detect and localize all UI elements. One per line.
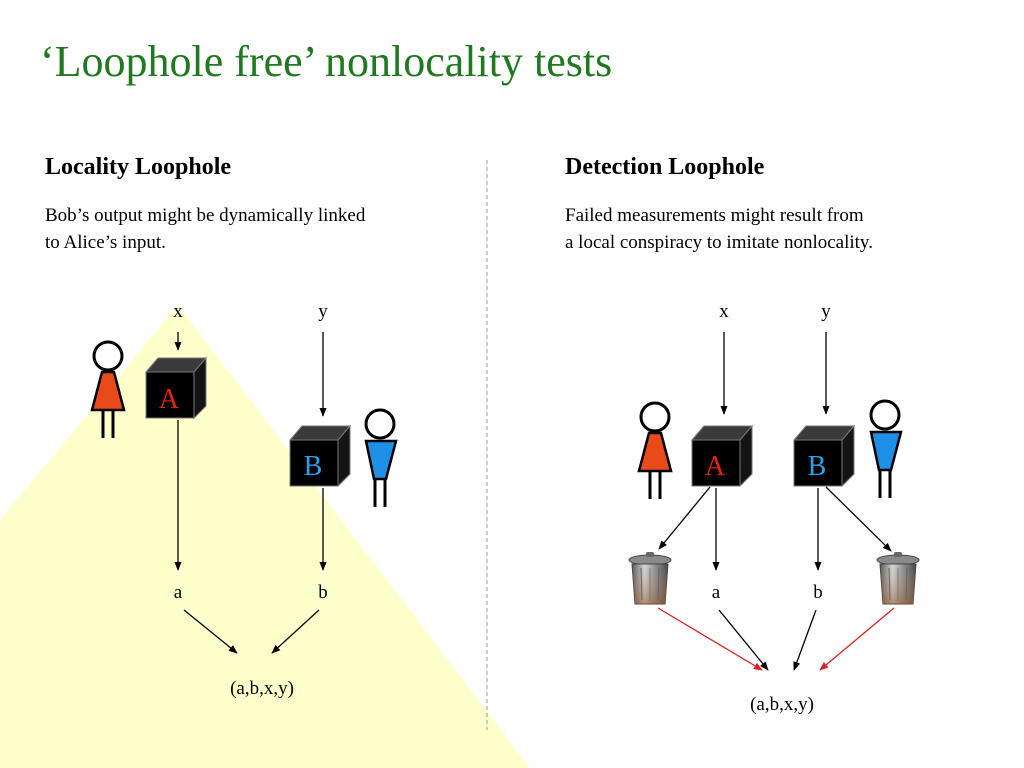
- left-input-y: y: [318, 301, 328, 322]
- trash-can-icon-right: [876, 552, 920, 605]
- right-description: Failed measurements might result from a …: [565, 202, 873, 256]
- right-output-a: a: [712, 582, 721, 603]
- right-result: (a,b,x,y): [750, 694, 814, 715]
- left-box-a: A: [144, 356, 208, 420]
- right-description-line-1: Failed measurements might result from: [565, 205, 864, 226]
- left-box-a-label: A: [159, 384, 180, 415]
- bob-figure-right: [869, 399, 903, 498]
- left-input-x: x: [173, 301, 183, 322]
- right-heading: Detection Loophole: [565, 154, 765, 180]
- left-result: (a,b,x,y): [230, 678, 294, 699]
- left-description-line-2: to Alice’s input.: [45, 232, 166, 253]
- light-cone: [0, 305, 530, 768]
- right-box-b: B: [792, 424, 856, 488]
- left-box-b-label: B: [304, 451, 323, 482]
- right-red-arrow-trash-left: [657, 607, 763, 671]
- right-output-b: b: [813, 582, 823, 603]
- left-output-b: b: [318, 582, 328, 603]
- right-box-a: A: [690, 424, 754, 488]
- left-diagram: x y A B: [90, 301, 398, 699]
- left-box-b: B: [288, 424, 352, 488]
- right-box-a-label: A: [705, 451, 726, 482]
- left-arrow-b-to-result: [271, 609, 320, 654]
- left-heading: Locality Loophole: [45, 154, 232, 180]
- slide-title: ‘Loophole free’ nonlocality tests: [40, 37, 613, 86]
- alice-figure: [90, 340, 126, 438]
- right-diagram: x y A B: [628, 301, 920, 715]
- right-input-x: x: [719, 301, 729, 322]
- right-red-arrow-trash-right: [819, 607, 895, 671]
- left-description-line-1: Bob’s output might be dynamically linked: [45, 205, 366, 226]
- right-arrow-b-to-trash: [825, 486, 892, 552]
- right-input-y: y: [821, 301, 831, 322]
- bob-figure: [364, 408, 398, 507]
- left-output-a: a: [174, 582, 183, 603]
- right-box-b-label: B: [808, 451, 827, 482]
- left-arrow-a-to-result: [183, 609, 238, 654]
- trash-can-icon-left: [628, 552, 672, 605]
- alice-figure-right: [637, 401, 673, 499]
- left-description: Bob’s output might be dynamically linked…: [45, 202, 365, 256]
- right-arrow-b-to-result: [793, 609, 817, 671]
- right-arrow-a-to-trash: [658, 486, 711, 550]
- right-description-line-2: a local conspiracy to imitate nonlocalit…: [565, 232, 873, 253]
- right-arrow-a-to-result: [718, 609, 769, 671]
